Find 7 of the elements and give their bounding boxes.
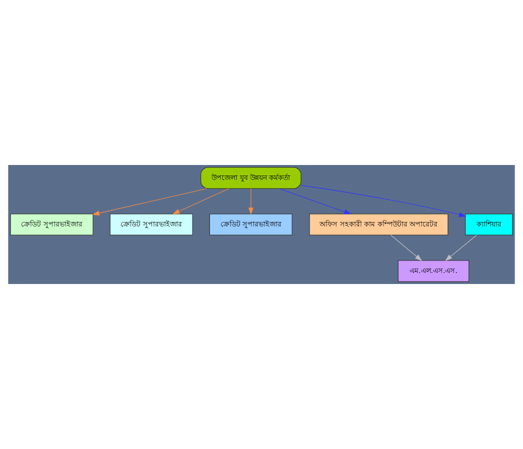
arrow (248, 188, 254, 215)
arrow (92, 188, 207, 216)
arrow (172, 188, 230, 214)
arrow (300, 185, 466, 217)
arrow (390, 234, 422, 261)
arrow (445, 234, 477, 261)
arrow (278, 188, 352, 214)
